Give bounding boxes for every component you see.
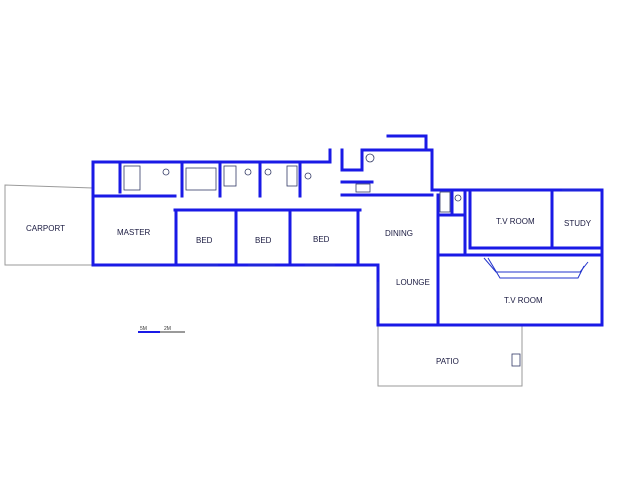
room-label-master: MASTER (117, 228, 151, 237)
fireplace-icon (511, 353, 521, 367)
room-label-dining: DINING (385, 229, 413, 238)
room-label-patio: PATIO (436, 357, 459, 366)
room-label-bed-2: BED (255, 236, 272, 245)
room-label-tv-room-top: T.V ROOM (496, 217, 535, 226)
scale-label-start: 5M (140, 326, 147, 332)
scale-label-end: 2M (164, 326, 171, 332)
scale-bar: 5M 2M (138, 326, 185, 333)
carport-outline (4, 184, 94, 266)
room-label-carport: CARPORT (26, 224, 65, 233)
room-label-bed-3: BED (313, 235, 330, 244)
patio-outline (377, 324, 523, 387)
windows (130, 189, 603, 326)
room-label-study: STUDY (564, 219, 592, 228)
bar-counter (483, 257, 589, 279)
room-label-tv-room-main: T.V ROOM (504, 296, 543, 305)
room-label-lounge: LOUNGE (396, 278, 430, 287)
room-label-bed-1: BED (196, 236, 213, 245)
bathroom-fixtures (123, 153, 462, 213)
